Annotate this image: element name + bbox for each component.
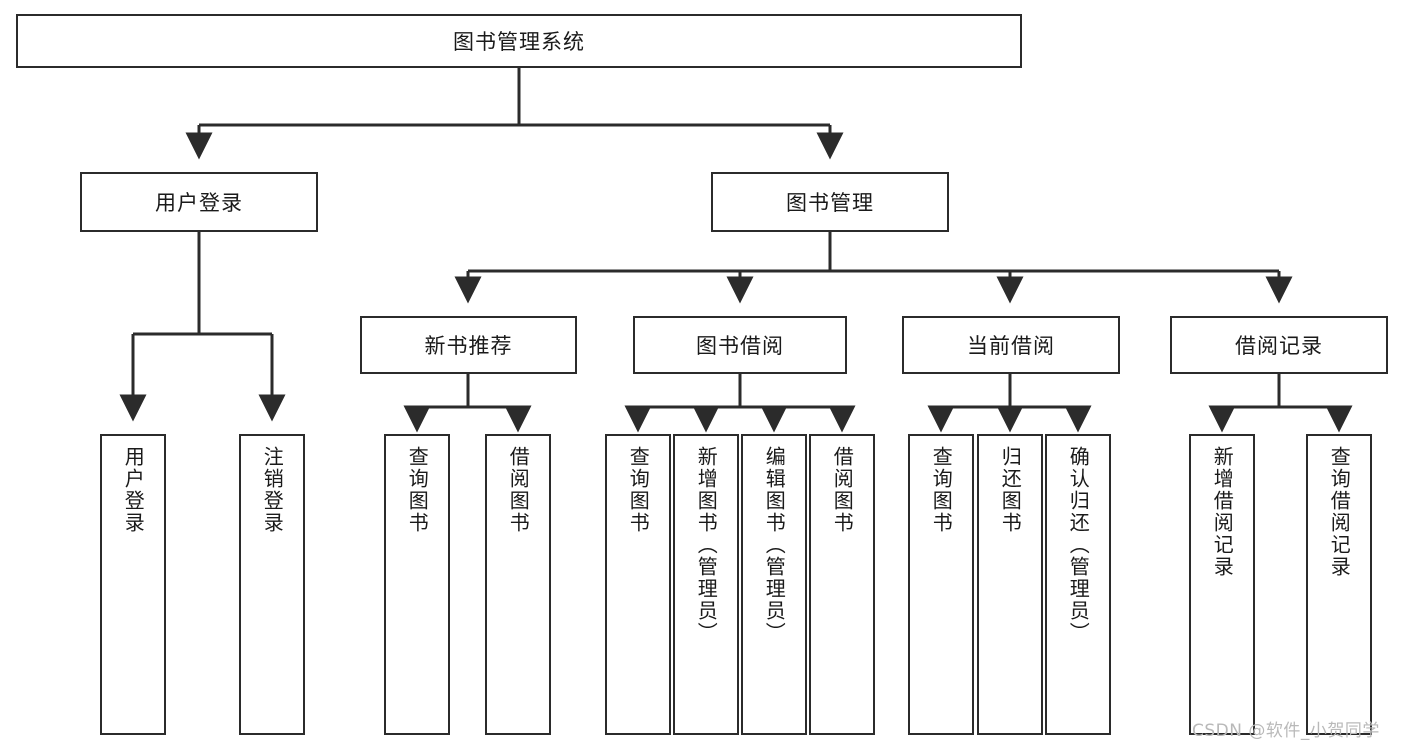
node-current-borrow-label: 当前借阅: [967, 334, 1055, 358]
node-leaf-borrow-book-2-label: 借阅图书: [830, 446, 855, 534]
node-leaf-borrow-book-1[interactable]: 借阅图书: [485, 434, 551, 735]
node-new-book-recommend-label: 新书推荐: [424, 334, 513, 358]
node-leaf-add-record[interactable]: 新增借阅记录: [1189, 434, 1255, 735]
node-leaf-return-book[interactable]: 归还图书: [977, 434, 1043, 735]
node-book-management-label: 图书管理: [786, 191, 874, 215]
node-leaf-return-book-label: 归还图书: [998, 446, 1023, 534]
node-user-login[interactable]: 用户登录: [80, 172, 318, 232]
node-book-borrow[interactable]: 图书借阅: [633, 316, 847, 374]
node-leaf-confirm-return[interactable]: 确认归还（管理员）: [1045, 434, 1111, 735]
node-leaf-confirm-return-label: 确认归还（管理员）: [1066, 446, 1091, 644]
node-new-book-recommend[interactable]: 新书推荐: [360, 316, 577, 374]
node-root-label: 图书管理系统: [453, 30, 585, 54]
node-book-borrow-label: 图书借阅: [696, 334, 784, 358]
node-book-management[interactable]: 图书管理: [711, 172, 949, 232]
node-leaf-logout-login-label: 注销登录: [260, 446, 285, 534]
node-leaf-query-book-2-label: 查询图书: [626, 446, 651, 534]
node-leaf-add-record-label: 新增借阅记录: [1210, 446, 1235, 578]
node-leaf-edit-book[interactable]: 编辑图书（管理员）: [741, 434, 807, 735]
node-borrow-record-label: 借阅记录: [1235, 334, 1323, 358]
node-leaf-edit-book-label: 编辑图书（管理员）: [762, 446, 787, 644]
node-leaf-query-book-1-label: 查询图书: [405, 446, 430, 534]
node-leaf-query-book-3[interactable]: 查询图书: [908, 434, 974, 735]
node-current-borrow[interactable]: 当前借阅: [902, 316, 1120, 374]
node-leaf-add-book-label: 新增图书（管理员）: [694, 446, 719, 644]
node-leaf-query-record-label: 查询借阅记录: [1327, 446, 1352, 578]
node-leaf-logout-login[interactable]: 注销登录: [239, 434, 305, 735]
node-leaf-add-book[interactable]: 新增图书（管理员）: [673, 434, 739, 735]
node-leaf-query-book-2[interactable]: 查询图书: [605, 434, 671, 735]
node-leaf-user-login[interactable]: 用户登录: [100, 434, 166, 735]
node-leaf-query-book-3-label: 查询图书: [929, 446, 954, 534]
node-borrow-record[interactable]: 借阅记录: [1170, 316, 1388, 374]
node-leaf-borrow-book-2[interactable]: 借阅图书: [809, 434, 875, 735]
node-leaf-query-record[interactable]: 查询借阅记录: [1306, 434, 1372, 735]
node-root[interactable]: 图书管理系统: [16, 14, 1022, 68]
node-leaf-query-book-1[interactable]: 查询图书: [384, 434, 450, 735]
node-user-login-label: 用户登录: [155, 191, 243, 215]
node-leaf-borrow-book-1-label: 借阅图书: [506, 446, 531, 534]
node-leaf-user-login-label: 用户登录: [121, 446, 146, 534]
watermark-text: CSDN @软件_小贺同学: [1192, 721, 1380, 741]
